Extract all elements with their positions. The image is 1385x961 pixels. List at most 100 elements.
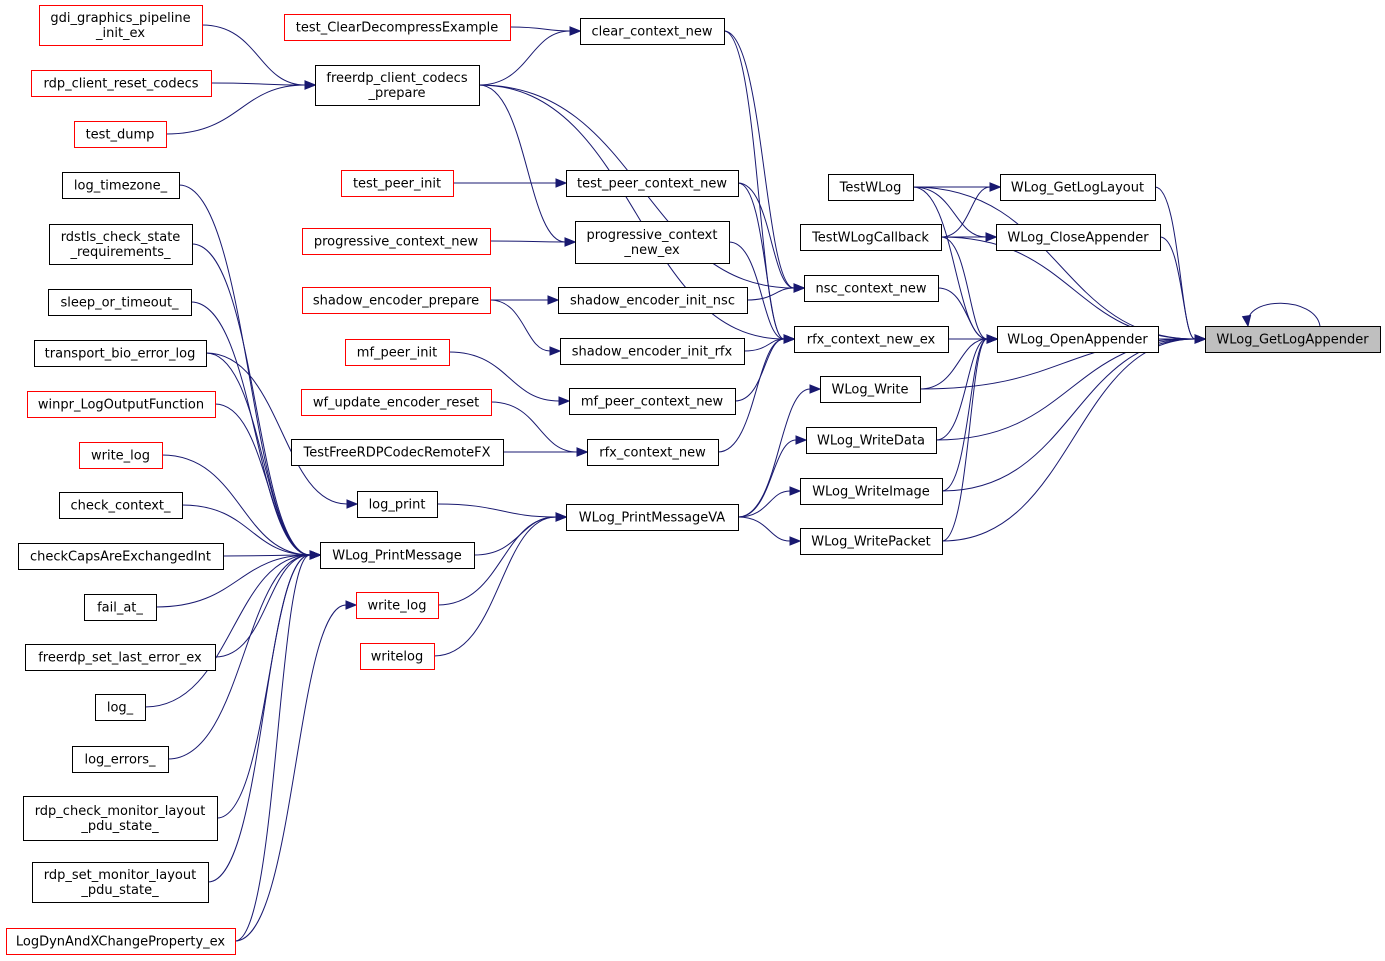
node-box[interactable] — [360, 643, 435, 670]
node-wlpm[interactable]: WLog_PrintMessage — [320, 542, 475, 569]
node-tfrcr[interactable]: TestFreeRDPCodecRemoteFX — [291, 439, 504, 466]
node-wlpmva[interactable]: WLog_PrintMessageVA — [566, 504, 739, 531]
node-rdpset[interactable]: rdp_set_monitor_layout_pdu_state_ — [32, 862, 209, 903]
node-tcde[interactable]: test_ClearDecompressExample — [284, 14, 511, 41]
node-box[interactable] — [74, 121, 167, 148]
node-logprint[interactable]: log_print — [357, 491, 438, 518]
node-box[interactable] — [806, 427, 937, 454]
node-tbel[interactable]: transport_bio_error_log — [34, 340, 207, 367]
node-tpi[interactable]: test_peer_init — [341, 170, 454, 197]
node-box[interactable] — [320, 542, 475, 569]
node-writelog3[interactable]: writelog — [360, 643, 435, 670]
node-box[interactable] — [800, 528, 943, 555]
node-pcn[interactable]: progressive_context_new — [302, 228, 491, 255]
node-box[interactable] — [62, 172, 180, 199]
node-logerrors[interactable]: log_errors_ — [72, 746, 169, 773]
node-pcnex[interactable]: progressive_context_new_ex — [575, 221, 730, 264]
node-box[interactable] — [996, 224, 1161, 251]
node-tpcn[interactable]: test_peer_context_new — [566, 170, 739, 197]
node-box[interactable] — [79, 442, 163, 469]
node-fccp[interactable]: freerdp_client_codecs_prepare — [315, 65, 480, 106]
node-wlwd[interactable]: WLog_WriteData — [806, 427, 937, 454]
node-mfpi[interactable]: mf_peer_init — [345, 339, 450, 366]
node-rdpcheck[interactable]: rdp_check_monitor_layout_pdu_state_ — [23, 796, 218, 841]
node-writelog1[interactable]: write_log — [79, 442, 163, 469]
node-testdump[interactable]: test_dump — [74, 121, 167, 148]
node-box[interactable] — [800, 224, 942, 251]
node-box[interactable] — [560, 338, 745, 365]
node-box[interactable] — [997, 326, 1159, 353]
node-box[interactable] — [558, 287, 748, 314]
node-ccn[interactable]: clear_context_new — [580, 18, 725, 45]
node-box[interactable] — [302, 287, 491, 314]
node-logtz[interactable]: log_timezone_ — [62, 172, 180, 199]
node-wlwp[interactable]: WLog_WritePacket — [800, 528, 943, 555]
node-box[interactable] — [794, 326, 949, 353]
node-twlog[interactable]: TestWLog — [828, 174, 914, 201]
node-box[interactable] — [23, 796, 218, 841]
node-sleep[interactable]: sleep_or_timeout_ — [48, 289, 192, 316]
node-rdpreset[interactable]: rdp_client_reset_codecs — [31, 70, 212, 97]
node-box[interactable] — [566, 504, 739, 531]
node-wlwi[interactable]: WLog_WriteImage — [800, 478, 943, 505]
node-box[interactable] — [48, 289, 192, 316]
node-sep[interactable]: shadow_encoder_prepare — [302, 287, 491, 314]
node-wlca[interactable]: WLog_CloseAppender — [996, 224, 1161, 251]
node-box[interactable] — [828, 174, 914, 201]
node-box[interactable] — [1205, 326, 1381, 353]
node-box[interactable] — [566, 170, 739, 197]
node-checkctx[interactable]: check_context_ — [59, 492, 183, 519]
node-box[interactable] — [1000, 174, 1156, 201]
node-rdstls[interactable]: rdstls_check_state_requirements_ — [49, 224, 193, 265]
node-wloa[interactable]: WLog_OpenAppender — [997, 326, 1159, 353]
node-box[interactable] — [27, 391, 216, 418]
node-wlw[interactable]: WLog_Write — [820, 376, 921, 403]
node-box[interactable] — [39, 5, 203, 46]
node-box[interactable] — [291, 439, 504, 466]
node-writelog2[interactable]: write_log — [356, 592, 439, 619]
node-box[interactable] — [31, 70, 212, 97]
node-box[interactable] — [25, 644, 216, 671]
node-box[interactable] — [820, 376, 921, 403]
node-box[interactable] — [59, 492, 183, 519]
node-box[interactable] — [315, 65, 480, 106]
node-box[interactable] — [18, 543, 224, 570]
node-box[interactable] — [357, 491, 438, 518]
node-wlgla[interactable]: WLog_GetLogAppender — [1205, 326, 1381, 353]
node-box[interactable] — [804, 275, 939, 302]
node-logdyn[interactable]: LogDynAndXChangeProperty_ex — [6, 928, 236, 955]
node-winpr[interactable]: winpr_LogOutputFunction — [27, 391, 216, 418]
node-box[interactable] — [800, 478, 943, 505]
node-seinsc[interactable]: shadow_encoder_init_nsc — [558, 287, 748, 314]
node-box[interactable] — [301, 389, 492, 416]
node-checkcaps[interactable]: checkCapsAreExchangedInt — [18, 543, 224, 570]
node-mfpcn[interactable]: mf_peer_context_new — [569, 388, 736, 415]
node-box[interactable] — [587, 439, 719, 466]
node-box[interactable] — [345, 339, 450, 366]
node-log_[interactable]: log_ — [95, 694, 146, 721]
node-gdi[interactable]: gdi_graphics_pipeline_init_ex — [39, 5, 203, 46]
node-nsccn[interactable]: nsc_context_new — [804, 275, 939, 302]
node-box[interactable] — [49, 224, 193, 265]
node-twlcb[interactable]: TestWLogCallback — [800, 224, 942, 251]
node-rfxcn[interactable]: rfx_context_new — [587, 439, 719, 466]
node-wfuer[interactable]: wf_update_encoder_reset — [301, 389, 492, 416]
node-box[interactable] — [356, 592, 439, 619]
node-box[interactable] — [6, 928, 236, 955]
node-rfxcnex[interactable]: rfx_context_new_ex — [794, 326, 949, 353]
node-box[interactable] — [580, 18, 725, 45]
node-fsle[interactable]: freerdp_set_last_error_ex — [25, 644, 216, 671]
node-box[interactable] — [575, 221, 730, 264]
node-failat[interactable]: fail_at_ — [84, 594, 157, 621]
node-box[interactable] — [284, 14, 511, 41]
node-seirfx[interactable]: shadow_encoder_init_rfx — [560, 338, 745, 365]
node-box[interactable] — [72, 746, 169, 773]
node-box[interactable] — [569, 388, 736, 415]
node-box[interactable] — [84, 594, 157, 621]
node-box[interactable] — [341, 170, 454, 197]
node-box[interactable] — [34, 340, 207, 367]
node-box[interactable] — [32, 862, 209, 903]
node-box[interactable] — [302, 228, 491, 255]
node-wlgll[interactable]: WLog_GetLogLayout — [1000, 174, 1156, 201]
node-box[interactable] — [95, 694, 146, 721]
